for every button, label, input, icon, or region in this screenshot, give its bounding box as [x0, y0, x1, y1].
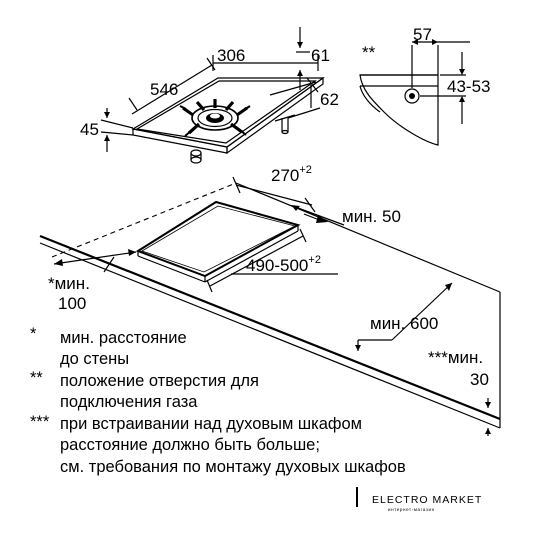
legend-marker-3: ***	[30, 413, 50, 431]
legend-item-3-line-1: при встраивании над духовым шкафом	[60, 415, 362, 433]
gas-connection-detail	[359, 39, 470, 146]
cutout-width-tolerance: +2	[299, 164, 312, 176]
cutout-dimensions	[53, 176, 491, 436]
hob-dimensions	[100, 27, 321, 152]
gas-side-range-label: 43-53	[447, 77, 490, 96]
legend-item-2-line-2: подключения газа	[60, 393, 198, 411]
logo-tagline: интернет-магазин	[388, 507, 435, 512]
burner-icon	[179, 99, 251, 137]
hob-height-label: 45	[80, 120, 99, 139]
legend-marker-2: **	[30, 369, 43, 387]
hob-side-dim-label: 62	[320, 90, 339, 109]
min-wall-prefix-label: *мин.	[48, 274, 90, 293]
legend-item-1-line-2: до стены	[60, 350, 129, 368]
electro-market-logo: ELECTRO MARKET интернет-магазин	[356, 478, 497, 524]
cutout-width-label: 270+2	[271, 164, 312, 185]
legend-item-2-line-1: положение отверстия для	[60, 372, 259, 390]
worktop-drawing	[39, 182, 501, 429]
legend-marker-1: *	[30, 325, 37, 343]
hob-rear-dim-label: 61	[311, 46, 330, 65]
logo-name: ELECTRO MARKET	[372, 494, 482, 506]
min-wall-value-label: 100	[58, 294, 86, 313]
legend-item-3-line-3: см. требования по монтажу духовых шкафов	[60, 458, 406, 476]
hob-depth-label: 546	[150, 80, 178, 99]
min-oven-prefix-label: ***мин.	[428, 348, 483, 367]
cutout-width-value: 270	[271, 166, 299, 185]
min-front-label: мин. 600	[370, 314, 438, 333]
cutout-depth-label: 490-500+2	[246, 254, 321, 275]
min-oven-value-label: 30	[470, 370, 489, 389]
cutout-depth-value: 490-500	[246, 256, 308, 275]
hob-drawing	[131, 76, 325, 164]
cutout-min-rear-label: мин. 50	[342, 207, 401, 226]
gas-top-dim-label: 57	[413, 25, 432, 44]
legend-item-1-line-1: мин. расстояние	[60, 329, 187, 347]
gas-marker-label: **	[362, 43, 376, 62]
legend-item-3-line-2: расстояние должно быть больше;	[60, 436, 320, 454]
legend: * мин. расстояние до стены ** положение …	[30, 325, 406, 476]
hob-width-label: 306	[217, 46, 245, 65]
cutout-depth-tolerance: +2	[308, 254, 321, 266]
